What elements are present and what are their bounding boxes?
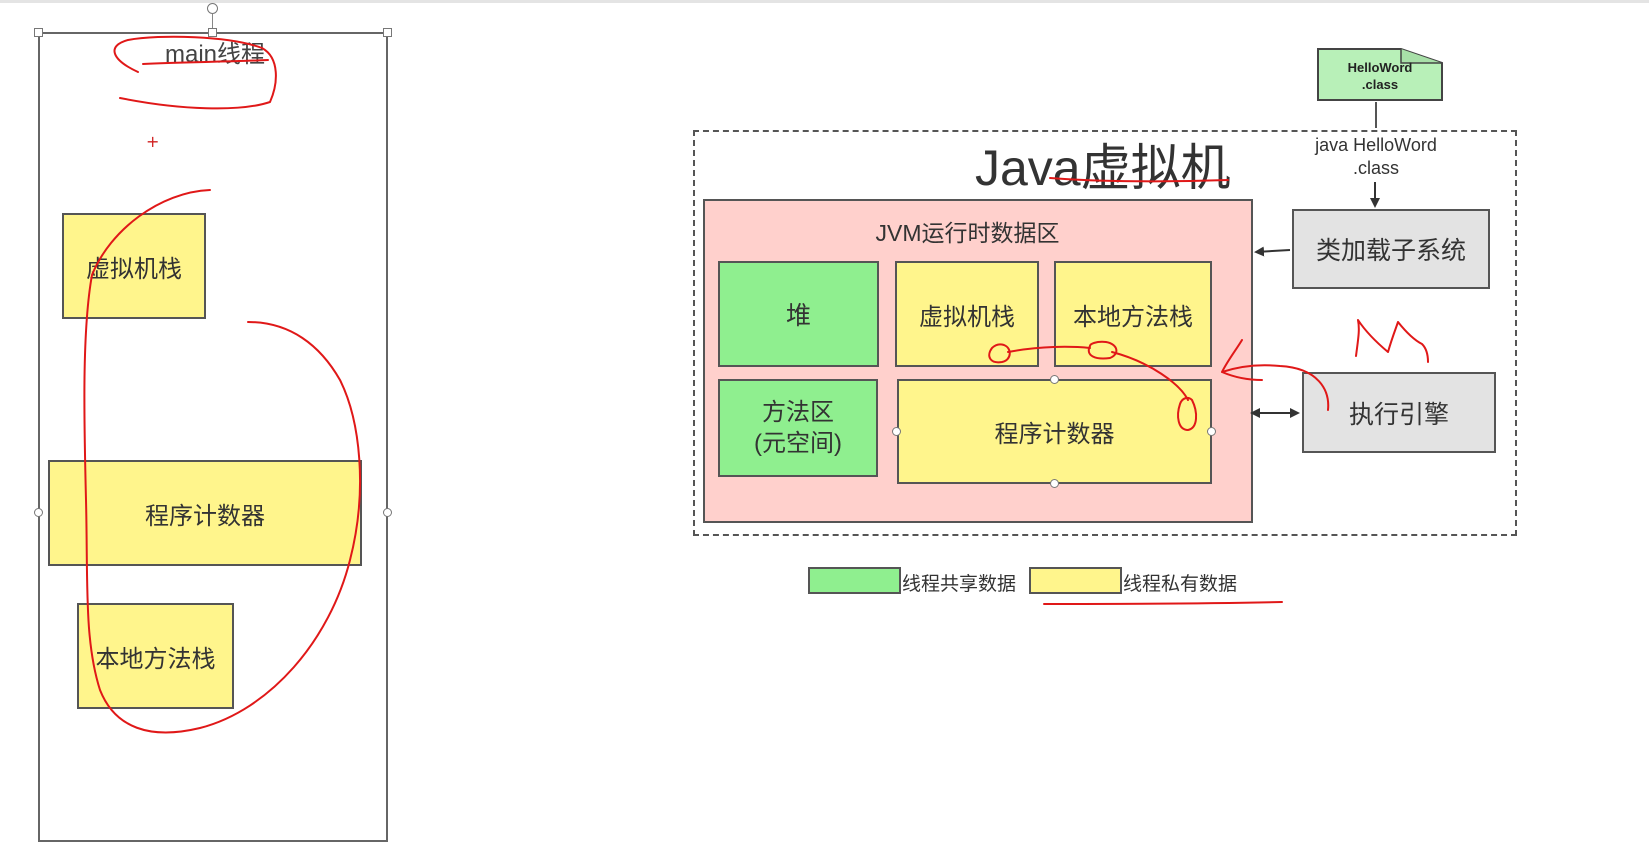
jvm-program-counter-box[interactable]: 程序计数器 xyxy=(897,379,1212,484)
thread-vm-stack-label: 虚拟机栈 xyxy=(86,255,182,283)
heap-box[interactable]: 堆 xyxy=(718,261,879,367)
pc-handle-top[interactable] xyxy=(1050,375,1059,384)
method-area-label: 方法区 xyxy=(761,399,834,426)
scribble-legend-underline xyxy=(1043,601,1283,605)
command-label: java HelloWord .class xyxy=(1296,134,1456,180)
rotate-handle[interactable] xyxy=(207,3,218,14)
resize-handle-top-right[interactable] xyxy=(383,28,392,37)
class-file-shape[interactable] xyxy=(1316,47,1444,102)
thread-program-counter-label: 程序计数器 xyxy=(145,502,265,530)
main-thread-title: main线程 xyxy=(164,41,266,68)
class-loader-label: 类加载子系统 xyxy=(1315,237,1466,265)
resize-handle-mid-left[interactable] xyxy=(34,508,43,517)
cursor-crosshair: + xyxy=(146,132,160,151)
main-thread-panel[interactable] xyxy=(38,32,388,842)
jvm-boundary[interactable] xyxy=(693,130,1517,536)
resize-handle-top-left[interactable] xyxy=(34,28,43,37)
legend-shared-swatch xyxy=(808,567,901,594)
legend-private-label: 线程私有数据 xyxy=(1123,574,1238,595)
exec-engine-label: 执行引擎 xyxy=(1348,400,1449,429)
thread-native-stack-box[interactable]: 本地方法栈 xyxy=(77,603,234,709)
thread-vm-stack-box[interactable]: 虚拟机栈 xyxy=(62,213,206,319)
thread-program-counter-box[interactable]: 程序计数器 xyxy=(48,460,362,566)
class-loader-box[interactable]: 类加载子系统 xyxy=(1292,209,1490,289)
panel-rotate-line xyxy=(212,14,213,32)
resize-handle-mid-right[interactable] xyxy=(383,508,392,517)
class-file-label: HelloWord .class xyxy=(1318,59,1442,93)
legend-private-swatch xyxy=(1029,567,1122,594)
top-border xyxy=(0,0,1649,3)
command-line-2: .class xyxy=(1352,158,1399,178)
pc-handle-bottom[interactable] xyxy=(1050,479,1059,488)
command-line-1: java HelloWord xyxy=(1315,135,1437,155)
jvm-vm-stack-box[interactable]: 虚拟机栈 xyxy=(895,261,1039,367)
method-area-sublabel: (元空间) xyxy=(754,430,842,457)
jvm-native-stack-label: 本地方法栈 xyxy=(1073,303,1193,331)
legend-shared-label: 线程共享数据 xyxy=(902,574,1017,595)
jvm-program-counter-label: 程序计数器 xyxy=(994,421,1115,448)
pc-handle-right[interactable] xyxy=(1207,427,1216,436)
pc-handle-left[interactable] xyxy=(892,427,901,436)
jvm-native-stack-box[interactable]: 本地方法栈 xyxy=(1054,261,1212,367)
heap-label: 堆 xyxy=(785,302,811,330)
class-file-ext: .class xyxy=(1361,77,1399,92)
class-file-name: HelloWord xyxy=(1347,60,1413,75)
runtime-data-area-title: JVM运行时数据区 xyxy=(875,220,1060,246)
jvm-vm-stack-label: 虚拟机栈 xyxy=(919,303,1015,331)
thread-native-stack-label: 本地方法栈 xyxy=(95,645,216,673)
exec-engine-box[interactable]: 执行引擎 xyxy=(1302,372,1496,453)
jvm-title: Java虚拟机 xyxy=(975,140,1231,196)
method-area-box[interactable]: 方法区 (元空间) xyxy=(718,379,878,477)
